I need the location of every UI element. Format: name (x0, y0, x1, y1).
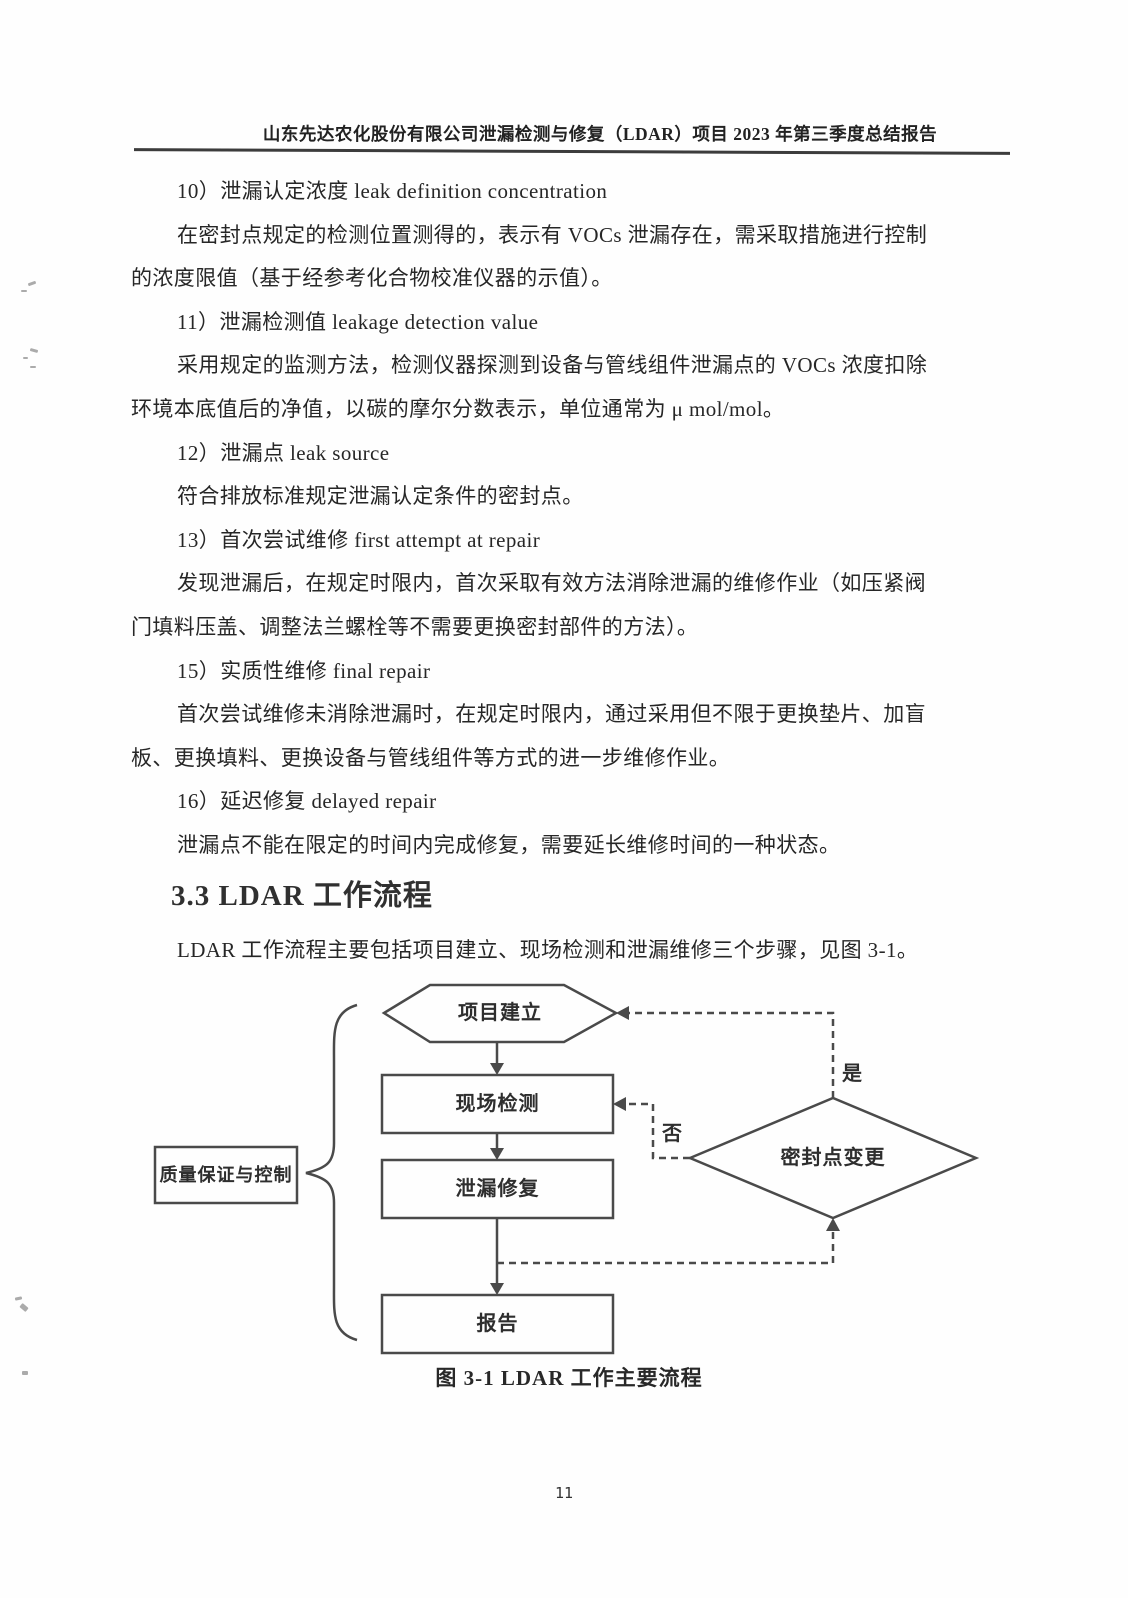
arrowhead-left-icon (613, 1097, 626, 1111)
body-line: 泄漏点不能在限定的时间内完成修复，需要延长维修时间的一种状态。 (177, 832, 841, 857)
body-line: 首次尝试维修未消除泄漏时，在规定时限内，通过采用但不限于更换垫片、加盲 (177, 702, 926, 727)
section-heading: 3.3 LDAR 工作流程 (171, 880, 433, 912)
box-qa-qc (153, 1145, 299, 1205)
body-line: 在密封点规定的检测位置测得的，表示有 VOCs 泄漏存在，需采取措施进行控制 (177, 222, 928, 247)
branch-label-no: 否 (662, 1123, 682, 1145)
body-line: 11）泄漏检测值 leakage detection value (177, 309, 539, 334)
body-line: 10）泄漏认定浓度 leak definition concentration (177, 179, 608, 203)
flow-node-project-setup: 项目建立 (458, 1002, 542, 1024)
flow-node-onsite-detection: 现场检测 (455, 1093, 540, 1115)
branch-label-yes: 是 (842, 1063, 862, 1085)
body-line: 的浓度限值（基于经参考化合物校准仪器的示值）。 (131, 266, 613, 291)
scan-artifact (22, 1371, 28, 1375)
scan-artifact (21, 290, 27, 292)
scan-artifact (29, 348, 39, 353)
scan-artifact (23, 357, 28, 359)
diamond-seal-point-change (686, 1096, 980, 1220)
page-number: 11 (554, 1484, 574, 1502)
header-rule (133, 148, 1011, 155)
figure-caption: 图 3-1 LDAR 工作主要流程 (435, 1366, 703, 1390)
page-header-title: 山东先达农化股份有限公司泄漏检测与修复（LDAR）项目 2023 年第三季度总结… (262, 124, 938, 144)
body-line: 16）延迟修复 delayed repair (177, 789, 437, 814)
arrowhead-down-icon (490, 1283, 504, 1295)
flowchart-graphics (153, 983, 980, 1355)
scan-artifact (27, 280, 37, 287)
box-report (380, 1293, 615, 1355)
dashed-no-path (626, 1102, 690, 1160)
dashed-repair-to-decision-path (497, 1229, 835, 1265)
flow-node-leak-repair: 泄漏修复 (455, 1178, 540, 1200)
scan-artifact (19, 1303, 29, 1312)
body-line: 环境本底值后的净值，以碳的摩尔分数表示，单位通常为 μ mol/mol。 (131, 396, 785, 421)
body-line: 门填料压盖、调整法兰螺栓等不需要更换密封部件的方法）。 (131, 614, 699, 639)
body-line: 采用规定的监测方法，检测仪器探测到设备与管线组件泄漏点的 VOCs 浓度扣除 (177, 353, 928, 378)
dashed-yes-path (627, 1011, 835, 1098)
arrowhead-up-icon (826, 1218, 840, 1231)
body-line: 13）首次尝试维修 first attempt at repair (177, 527, 541, 552)
body-line: 符合排放标准规定泄漏认定条件的密封点。 (177, 484, 584, 509)
scan-artifact (30, 366, 36, 368)
body-line: 板、更换填料、更换设备与管线组件等方式的进一步维修作业。 (131, 745, 731, 770)
body-line: 12）泄漏点 leak source (177, 440, 390, 465)
arrowhead-down-icon (490, 1148, 504, 1160)
ldar-flowchart: 项目建立 现场检测 泄漏修复 报告 质量保证与控制 密封点变更 是 否 (130, 965, 1010, 1400)
qa-brace (305, 1003, 358, 1342)
arrowhead-down-icon (490, 1063, 504, 1075)
scan-artifact (14, 1296, 23, 1301)
body-line: 15）实质性维修 final repair (177, 658, 431, 683)
body-text-block: 10）泄漏认定浓度 leak definition concentration … (131, 170, 973, 868)
body-line: 发现泄漏后，在规定时限内，首次采取有效方法消除泄漏的维修作业（如压紧阀 (177, 571, 926, 596)
flow-node-qa-qc: 质量保证与控制 (159, 1165, 293, 1185)
flow-node-seal-point-change: 密封点变更 (780, 1147, 886, 1169)
section-intro: LDAR 工作流程主要包括项目建立、现场检测和泄漏维修三个步骤，见图 3-1。 (177, 938, 919, 962)
arrowhead-left-icon (616, 1006, 629, 1020)
flow-node-report: 报告 (476, 1313, 519, 1335)
